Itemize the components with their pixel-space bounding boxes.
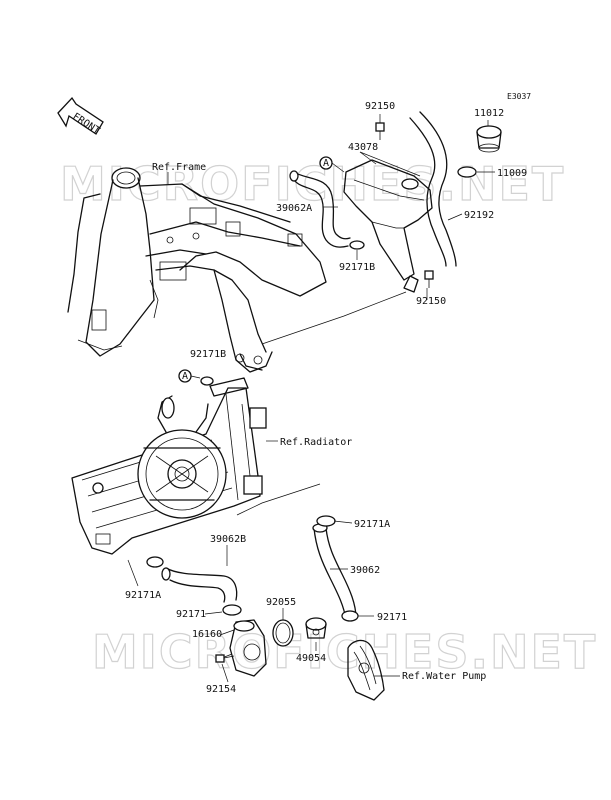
ref-frame-label: Ref.Frame [152, 162, 206, 173]
part-label-11012: 11012 [474, 108, 504, 119]
bolt-92150-top-drawing [375, 122, 385, 140]
part-label-49054: 49054 [296, 653, 326, 664]
clamp-92171a-right-drawing [316, 515, 336, 527]
gasket-11009-drawing [457, 166, 477, 178]
front-arrow-icon: FRONT [57, 96, 104, 137]
water-pump-drawing [347, 639, 385, 701]
part-label-92150-bottom: 92150 [416, 296, 446, 307]
part-label-92171-right: 92171 [377, 612, 407, 623]
part-label-39062b: 39062B [210, 534, 246, 545]
part-label-92055: 92055 [266, 597, 296, 608]
hose-39062b-drawing [161, 567, 238, 603]
watermark-bottom: MICROFICHES.NET [92, 625, 597, 679]
hose-92192 [409, 117, 447, 267]
clamp-92171b-top-drawing [349, 240, 365, 250]
thermostat-housing-16160-drawing [221, 619, 267, 677]
part-label-43078: 43078 [348, 142, 378, 153]
ref-water-pump-label: Ref.Water Pump [402, 671, 486, 682]
clamp-92171a-left-drawing [146, 556, 164, 568]
bolt-92150-bottom-drawing [424, 270, 434, 288]
part-label-92171a-right: 92171A [354, 519, 390, 530]
thermostat-49054-drawing [305, 617, 327, 639]
part-label-16160: 16160 [192, 629, 222, 640]
hose-39062-drawing [312, 523, 357, 621]
ref-radiator-label: Ref.Radiator [280, 437, 352, 448]
part-label-11009: 11009 [497, 168, 527, 179]
part-label-92171b-top: 92171B [339, 262, 375, 273]
part-label-92171b-mid: 92171B [190, 349, 226, 360]
callout-a-top-label: A [323, 158, 329, 169]
reservoir-tank-drawing [343, 159, 433, 293]
bolt-92154-drawing [215, 654, 235, 663]
part-label-92192: 92192 [464, 210, 494, 221]
part-label-39062a: 39062A [276, 203, 312, 214]
clamp-92171-left-drawing [222, 604, 242, 616]
hose-39062a [293, 179, 349, 248]
cap-11012-drawing [476, 125, 502, 153]
frame-drawing [67, 167, 327, 373]
part-label-92171-left: 92171 [176, 609, 206, 620]
part-label-39062: 39062 [350, 565, 380, 576]
callout-a-bottom-label: A [182, 371, 188, 382]
diagram-code: E3037 [507, 92, 531, 101]
clamp-92171-right-drawing [341, 610, 359, 622]
clamp-92171b-mid-drawing [200, 376, 214, 386]
radiator-fan-drawing [137, 395, 227, 519]
part-label-92171a-left: 92171A [125, 590, 161, 601]
part-label-92150-top: 92150 [365, 101, 395, 112]
part-label-92154: 92154 [206, 684, 236, 695]
